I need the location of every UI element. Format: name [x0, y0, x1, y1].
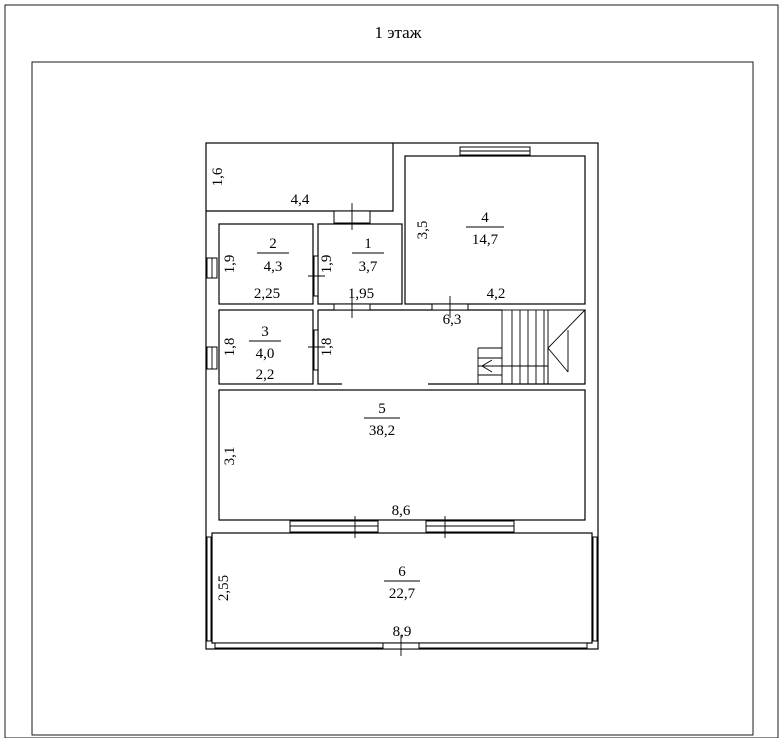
dim-room4-width: 4,2 — [487, 286, 506, 302]
room-5-label: 5 38,2 — [364, 401, 400, 439]
staircase — [477, 309, 587, 385]
room-2-outline — [218, 223, 314, 305]
outer-frame — [4, 4, 779, 738]
dim-porch-width: 4,4 — [291, 192, 310, 208]
room-2-label: 2 4,3 — [257, 236, 289, 275]
dim-hall-height: 3,1 — [222, 447, 238, 466]
dim-hall-width: 8,6 — [392, 503, 411, 519]
dim-room2-width: 2,25 — [254, 286, 280, 302]
room-3-area: 4,0 — [256, 346, 275, 362]
room-4-area: 14,7 — [472, 232, 499, 248]
dim-room4-height: 3,5 — [415, 221, 431, 240]
window-terrace-left — [206, 536, 212, 642]
dim-room1-width: 1,95 — [348, 286, 374, 302]
door-room3 — [313, 329, 319, 371]
doors — [308, 203, 469, 656]
room-1-label: 1 3,7 — [352, 236, 384, 275]
room-4-outline — [404, 155, 586, 305]
room-3-label: 3 4,0 — [249, 324, 281, 362]
room-2-number: 2 — [269, 236, 277, 252]
inner-frame — [31, 61, 754, 736]
room-6-area: 22,7 — [389, 586, 416, 602]
dim-room1-height: 1,9 — [319, 255, 335, 274]
window-terrace-right — [592, 536, 598, 642]
room-5-number: 5 — [378, 401, 386, 417]
room-4-number: 4 — [481, 210, 489, 226]
window-hall-left — [289, 520, 379, 533]
room-5-area: 38,2 — [369, 423, 395, 439]
room-6-number: 6 — [398, 564, 406, 580]
window-hall-right — [425, 520, 515, 533]
room-5-outline — [218, 389, 586, 521]
dim-room3-right-height: 1,8 — [319, 338, 335, 357]
dim-terrace-width: 8,9 — [393, 624, 412, 640]
room-1-area: 3,7 — [359, 259, 378, 275]
floor-title: 1 этаж — [375, 23, 422, 42]
stair-wall — [428, 310, 586, 385]
dim-corridor-width: 6,3 — [443, 312, 462, 328]
dim-room3-height: 1,8 — [222, 338, 238, 357]
dim-room2-height: 1,9 — [222, 255, 238, 274]
dim-terrace-height: 2,55 — [216, 575, 232, 601]
porch-wall — [206, 143, 394, 212]
dim-porch-height: 1,6 — [210, 167, 226, 186]
room-1-number: 1 — [364, 236, 372, 252]
room-2-area: 4,3 — [264, 259, 283, 275]
room-3-number: 3 — [261, 324, 269, 340]
room-6-label: 6 22,7 — [384, 564, 420, 602]
room-4-label: 4 14,7 — [466, 210, 504, 248]
dim-room3-width: 2,2 — [256, 367, 275, 383]
